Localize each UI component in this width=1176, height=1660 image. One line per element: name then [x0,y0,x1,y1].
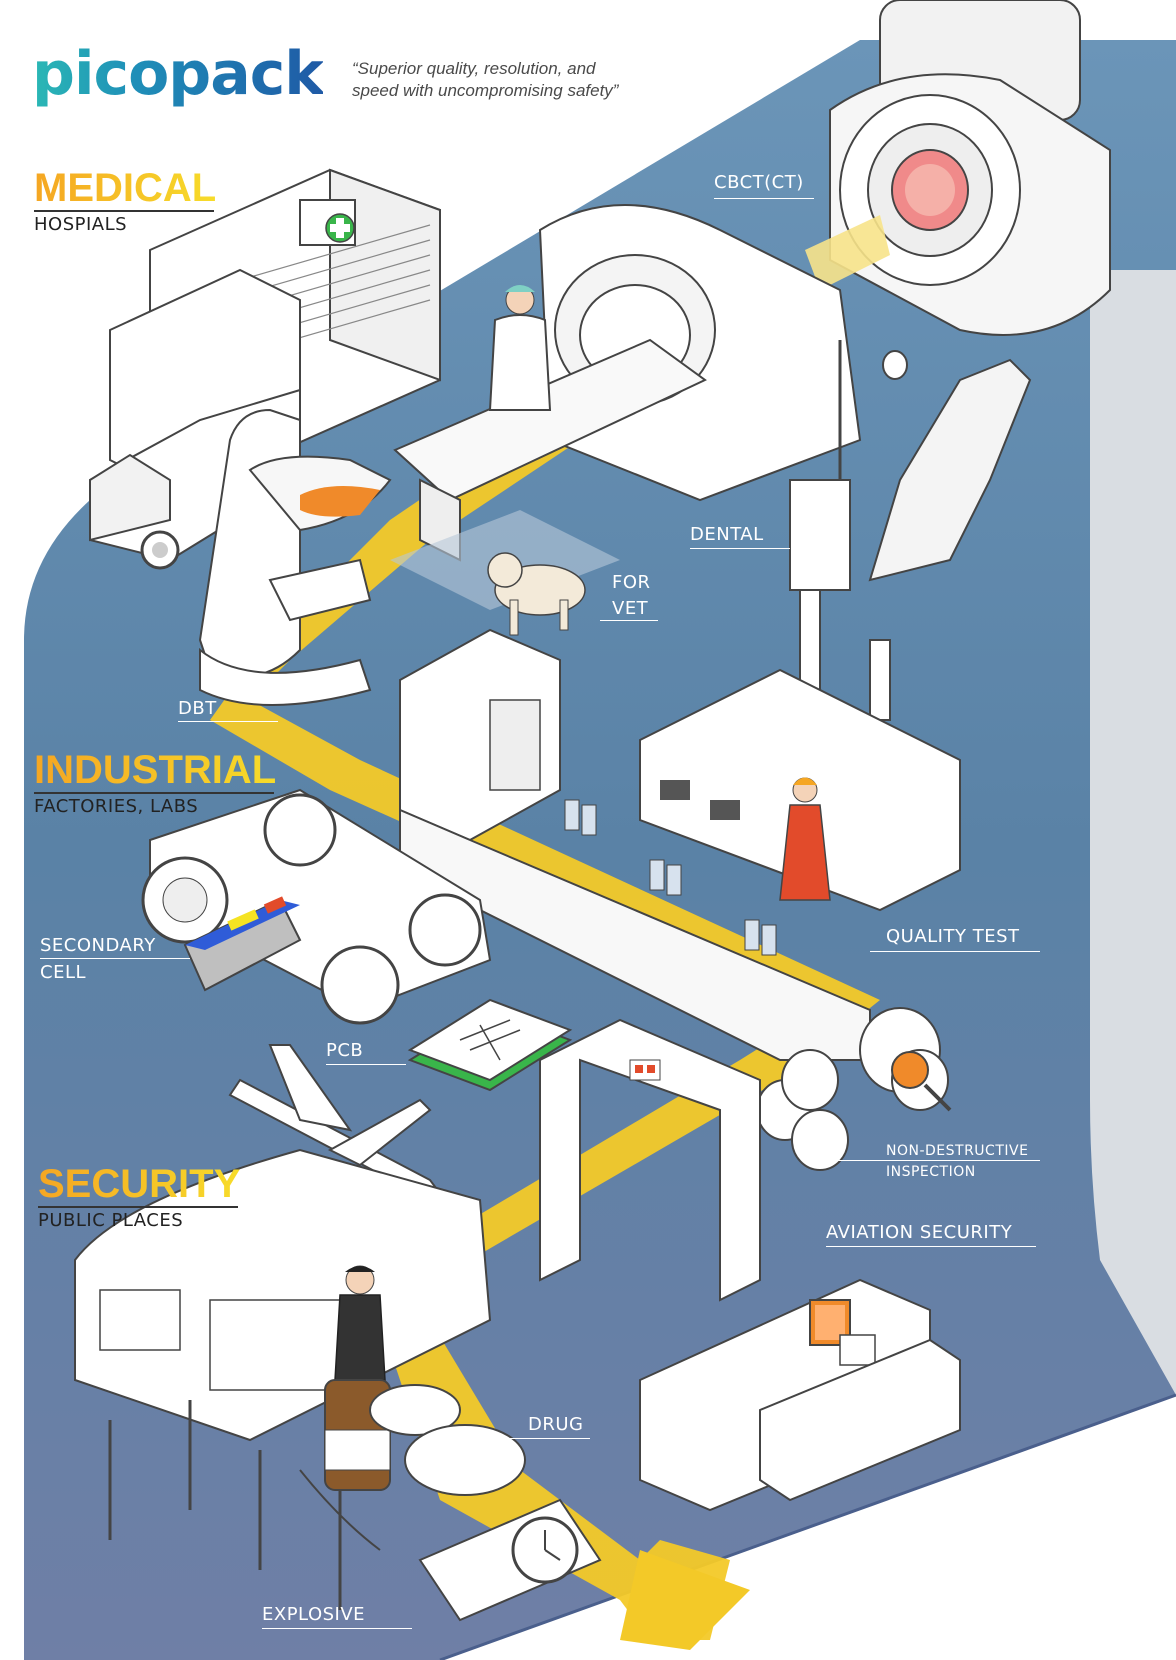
label-secondary-cell-line1: SECONDARY [40,935,156,956]
label-aviation-security-line [826,1246,1036,1247]
conveyor-inspection [399,628,871,1061]
ev-chassis [141,788,492,1025]
airport-hangar [74,1148,492,1442]
label-explosive-line [262,1628,412,1629]
label-dbt-line [178,721,278,722]
pipes [756,1007,952,1171]
industrial-title: INDUSTRIAL [34,750,276,790]
industrial-title-text: INDUSTRIAL [34,748,277,792]
label-ndi-line [830,1160,1040,1161]
label-vet-line1: FOR [612,572,651,593]
label-explosive: EXPLOSIVE [262,1604,366,1625]
cbct-scanner-closeup [805,0,1111,336]
label-drug: DRUG [528,1414,584,1435]
security-scanner-gate [539,1018,761,1302]
industrial-subtitle: FACTORIES, LABS [34,796,199,817]
brand-name: picopack [32,39,324,109]
hospital-building [109,168,441,492]
medical-subtitle: HOSPIALS [34,214,128,235]
panel-rim [1070,270,1176,1395]
label-secondary-cell-line [40,958,190,959]
airplane [228,1044,448,1202]
tagline-line-1: “Superior quality, resolution, and [352,59,596,78]
label-drug-line [500,1438,590,1439]
label-pcb-line [326,1064,406,1065]
label-secondary-cell-line2: CELL [40,962,86,983]
ct-scanner [390,204,862,610]
label-dental: DENTAL [690,524,764,545]
pcb-board [407,998,573,1092]
security-checkpoint [639,1278,961,1512]
label-cbct-line [714,198,814,199]
industrial-divider [34,792,274,794]
security-officer [334,1265,386,1381]
medical-title-text: MEDICAL [34,166,217,210]
queue-stanchions [108,1400,342,1610]
label-vet-line [600,620,658,621]
dental-chair [789,340,1032,591]
drug-items [324,1379,526,1496]
dbt-machine [198,408,392,706]
label-aviation-security: AVIATION SECURITY [826,1222,1013,1243]
label-cbct: CBCT(CT) [714,172,804,193]
label-dental-line [690,548,790,549]
label-dbt: DBT [178,698,217,719]
brand-tagline: “Superior quality, resolution, and speed… [352,58,618,102]
doctor-figure [488,285,552,411]
medical-divider [34,210,214,212]
arrow-head [620,1550,750,1650]
label-quality-test-line [870,951,1040,952]
label-ndi-line1: NON-DESTRUCTIVE [886,1143,1029,1159]
brand-logo: picopack [32,44,324,104]
dog-figure [487,552,586,636]
label-pcb: PCB [326,1040,364,1061]
security-subtitle: PUBLIC PLACES [38,1210,184,1231]
security-divider [38,1206,238,1208]
label-vet-line2: VET [612,598,649,619]
label-ndi-line2: INSPECTION [886,1164,976,1180]
factory-building [639,589,961,912]
explosive-items [299,1469,602,1622]
security-title: SECURITY [38,1164,240,1204]
medical-title: MEDICAL [34,168,216,208]
tagline-line-2: speed with uncompromising safety” [352,81,619,100]
label-quality-test: QUALITY TEST [886,926,1020,947]
security-title-text: SECURITY [38,1162,241,1206]
bottom-diagonal-line [439,1393,1176,1660]
